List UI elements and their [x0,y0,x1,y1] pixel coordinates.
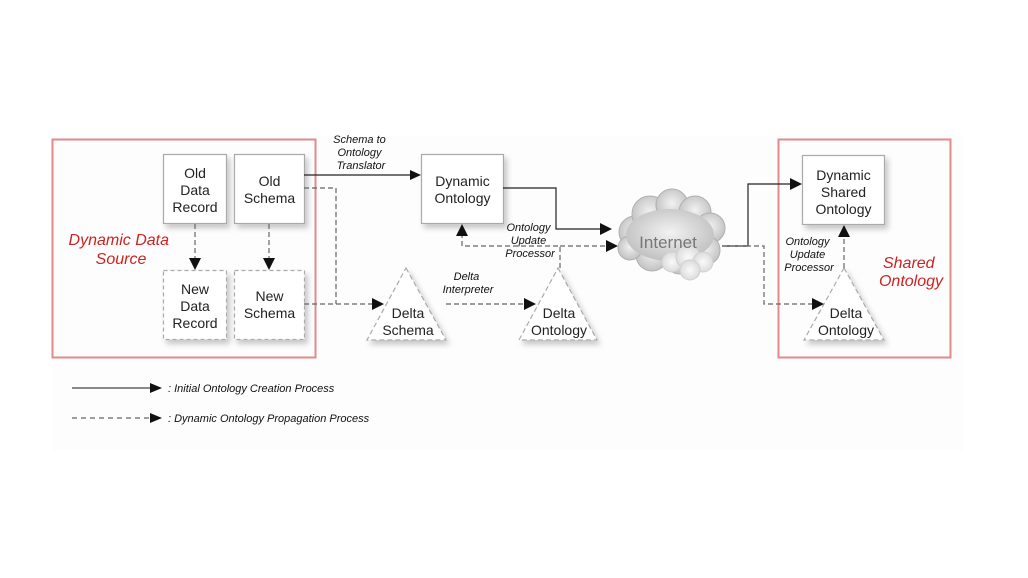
arrowhead [790,178,802,190]
edge-delta-ontology-to-dynamic-ontology [461,235,561,268]
legend-item-dashed: : Dynamic Ontology Propagation Process [72,413,370,425]
dynamic-data-source-label: Dynamic Data Source [69,232,174,268]
shared-ontology-label: Shared Ontology [879,255,944,290]
translator-label: Schema to Ontology Translator [333,134,389,172]
shared-ontology-region [777,138,952,359]
delta-interpreter-label: Delta Interpreter [443,271,495,296]
arrowhead [838,225,850,237]
update-processor-right-label: Ontology Update Processor [784,236,835,274]
arrowhead [189,258,201,270]
legend: : Initial Ontology Creation Process : Dy… [72,383,370,425]
arrowhead [410,170,421,180]
arrowhead [456,224,468,236]
arrowhead [812,298,824,310]
legend-item-solid: : Initial Ontology Creation Process [72,383,335,395]
arrowhead [600,223,612,235]
arrowhead [524,298,536,310]
internet-label: Internet [639,233,697,252]
svg-text:: Dynamic Ontology Propagation: : Dynamic Ontology Propagation Process [168,413,370,425]
edge-internet-to-delta-ontology-right [722,245,812,305]
arrowhead [606,240,618,252]
arrowhead [372,298,384,310]
svg-text:: Initial Ontology Creation Pr: : Initial Ontology Creation Process [168,383,335,395]
edge-dynamic-ontology-to-internet [503,187,600,230]
update-processor-mid-label: Ontology Update Processor [505,222,556,260]
edge-old-schema-to-delta-schema [304,187,337,304]
arrowhead [263,258,275,270]
edge-internet-to-shared-ontology [722,183,792,247]
internet-cloud-icon: Internet [617,188,726,281]
dynamic-data-source-region [51,138,317,359]
